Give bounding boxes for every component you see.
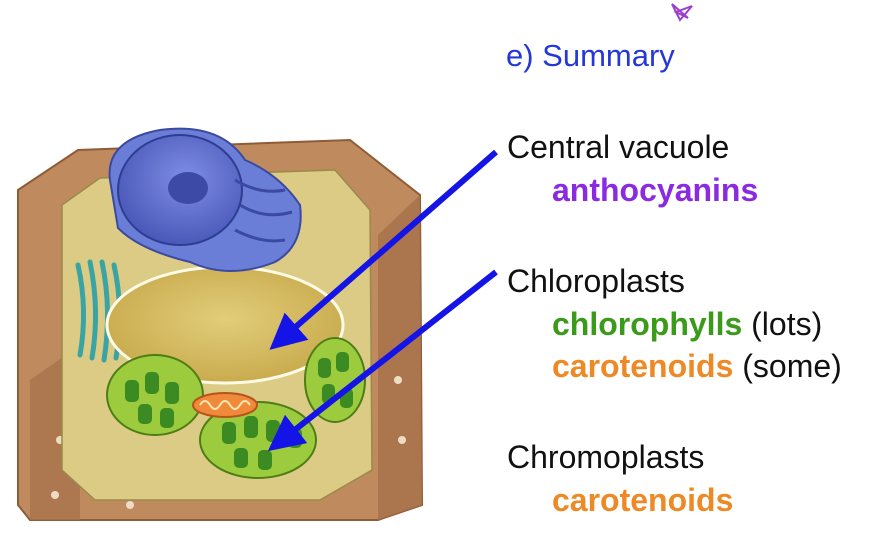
golgi-apparatus xyxy=(75,259,123,363)
pigment-line-chlorophylls: chlorophylls (lots) xyxy=(552,308,822,340)
star-doodle-icon xyxy=(671,3,693,22)
pigment-carotenoids-chromoplast: carotenoids xyxy=(552,482,734,518)
amount-some: (some) xyxy=(742,348,842,384)
chloroplast-left xyxy=(106,354,204,436)
pigment-chlorophylls: chlorophylls xyxy=(552,306,743,342)
arrow-to-chloroplast xyxy=(267,269,498,452)
slide-heading: e) Summary xyxy=(506,38,675,73)
arrow-to-vacuole xyxy=(269,149,498,350)
nucleus xyxy=(108,127,302,272)
organelle-central-vacuole: Central vacuole xyxy=(507,129,730,165)
organelle-chromoplasts: Chromoplasts xyxy=(507,439,705,475)
mitochondrion xyxy=(192,392,258,418)
pigment-line-carotenoids: carotenoids (some) xyxy=(552,350,842,382)
organelle-chloroplasts: Chloroplasts xyxy=(507,263,685,299)
pigment-anthocyanins: anthocyanins xyxy=(552,172,759,208)
amount-lots: (lots) xyxy=(751,306,823,342)
pigment-carotenoids: carotenoids xyxy=(552,348,734,384)
chloroplast-right xyxy=(304,337,366,423)
